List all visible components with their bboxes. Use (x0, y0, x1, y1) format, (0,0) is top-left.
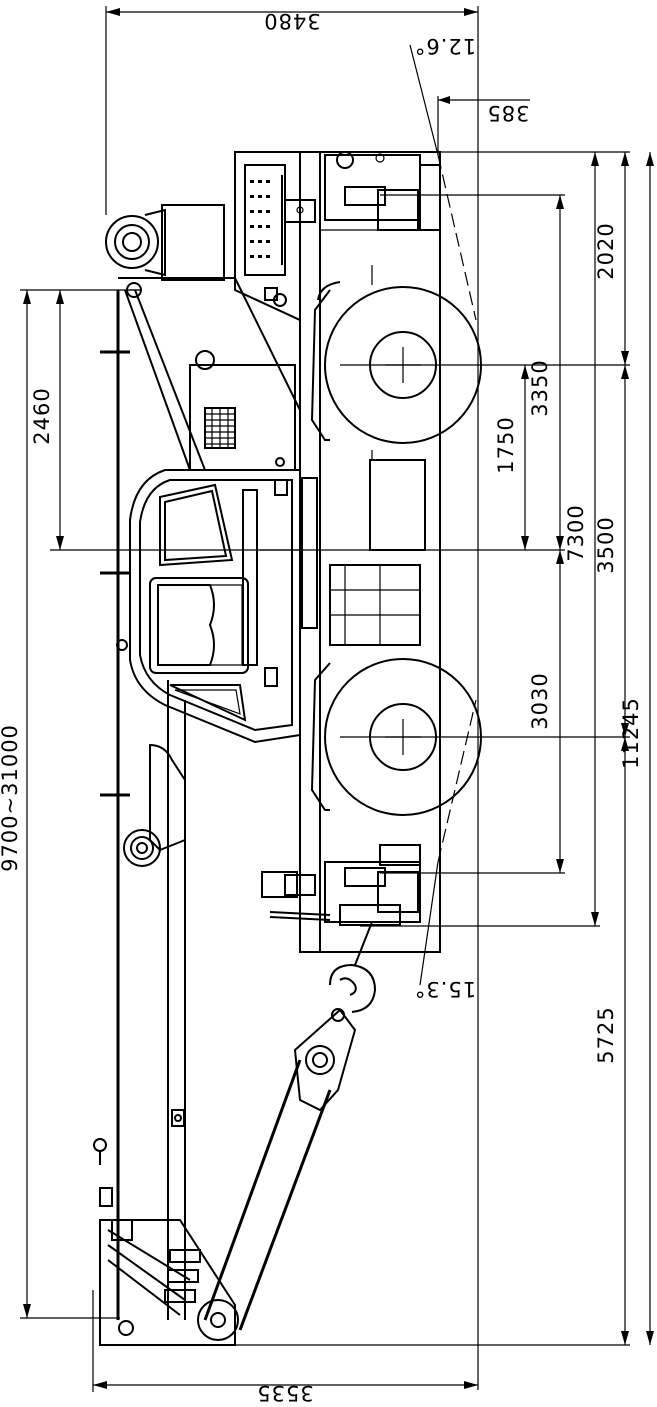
chassis (299, 151, 441, 953)
label-angle-top: 12.6° (414, 34, 476, 58)
label-offset-top: 385 (486, 101, 529, 125)
operator-cab (116, 457, 301, 744)
front-outrigger (281, 151, 441, 265)
label-axle-rear: 3030 (528, 672, 552, 729)
label-rear-overhang: 5725 (594, 1006, 618, 1063)
dimension-labels: 3480 3535 12.6° 15.3° 385 2020 3500 5725… (0, 9, 643, 1405)
label-mid-length: 3500 (594, 516, 618, 573)
dimension-lines (20, 6, 654, 1392)
label-angle-bottom: 15.3° (414, 977, 476, 1001)
label-bottom-width: 3535 (256, 1381, 313, 1402)
vent-grille (204, 407, 236, 449)
label-top-width: 3480 (263, 9, 320, 33)
label-cab-offset: 2460 (30, 387, 54, 444)
boom-head (105, 204, 235, 298)
label-overall-length: 11245 (619, 697, 643, 769)
luffing-cylinder (123, 743, 186, 867)
label-axle-front: 3350 (528, 359, 552, 416)
winch-assembly (93, 1138, 239, 1346)
label-front-overhang: 2020 (594, 222, 618, 279)
front-wheel (310, 281, 482, 444)
rear-outrigger (261, 844, 421, 926)
jib-and-hook (203, 921, 377, 1331)
label-outrigger-span: 7300 (564, 504, 588, 561)
label-boom-length: 9700~31000 (0, 724, 22, 872)
engine-hood (234, 151, 301, 322)
label-center-offset: 1750 (494, 416, 518, 473)
